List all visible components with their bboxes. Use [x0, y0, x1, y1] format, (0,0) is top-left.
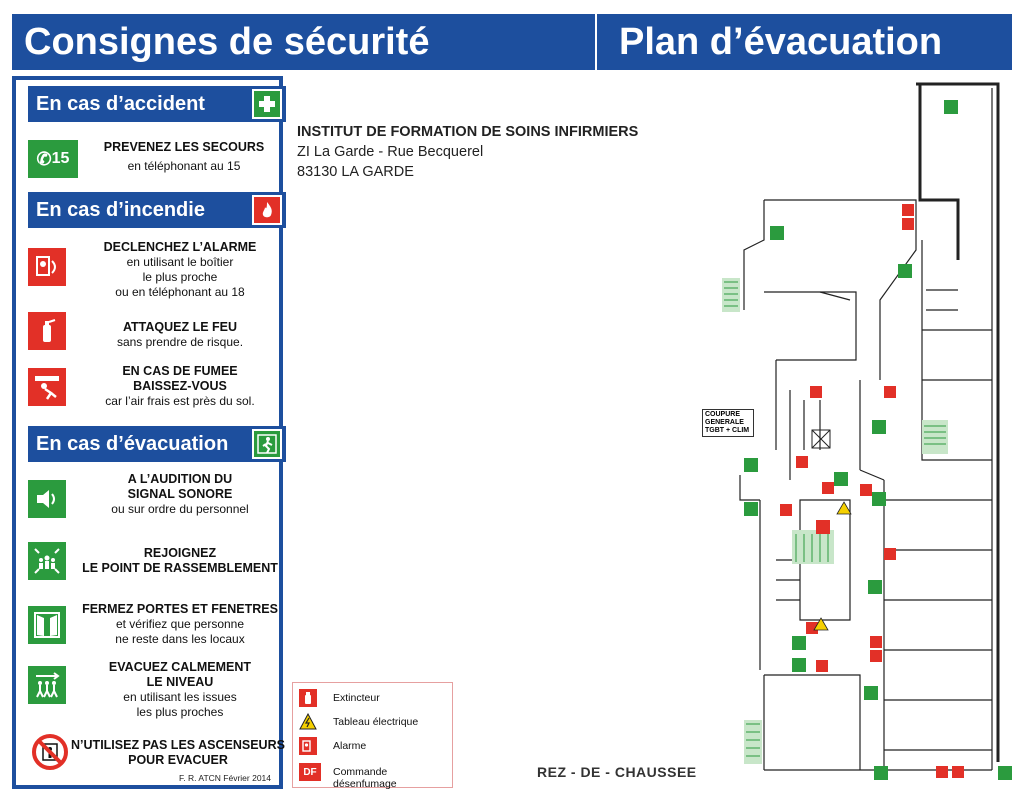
emergency-exit-icon — [252, 429, 282, 459]
coupure-line: GENERALE — [705, 419, 744, 426]
item-alarme: DECLENCHEZ L’ALARME en utilisant le boît… — [28, 238, 286, 302]
address-line: ZI La Garde - Rue Becquerel — [297, 144, 484, 160]
item-bold: ATTAQUEZ LE FEU — [122, 320, 238, 334]
item-bold: EVACUEZ CALMEMENT — [108, 660, 252, 674]
no-elevator-icon — [32, 734, 68, 770]
coupure-line: TGBT + CLIM — [705, 427, 750, 434]
item-bold: PREVENEZ LES SECOURS — [103, 140, 265, 154]
legend-label: Commande désenfumage — [333, 766, 397, 790]
speaker-icon — [28, 480, 66, 518]
item-bold: SIGNAL SONORE — [127, 487, 233, 501]
section-accident-header: En cas d’accident — [28, 86, 286, 122]
item-fermez-portes: FERMEZ PORTES ET FENETRES et vérifiez qu… — [28, 602, 286, 652]
legend: Extincteur Tableau électrique Alarme DF … — [292, 682, 453, 790]
legend-label: Extincteur — [333, 692, 380, 704]
item-bold: POUR EVACUER — [128, 753, 228, 767]
item-line: le plus proche — [142, 270, 218, 284]
item-line: les plus proches — [136, 705, 224, 719]
legend-row: Alarme — [299, 737, 449, 755]
section-evacuation-header: En cas d’évacuation — [28, 426, 286, 462]
phone-15-icon: ✆15 — [28, 140, 78, 178]
item-fumee: EN CAS DE FUMEE BAISSEZ-VOUS car l’air f… — [28, 364, 286, 412]
item-line: ou sur ordre du personnel — [111, 502, 249, 516]
alarm-box-icon — [28, 248, 66, 286]
first-aid-cross-icon — [252, 89, 282, 119]
closing-doors-icon — [28, 606, 66, 644]
item-rassemblement: REJOIGNEZ LE POINT DE RASSEMBLEMENT — [28, 542, 286, 582]
address-block: INSTITUT DE FORMATION DE SOINS INFIRMIER… — [297, 122, 638, 182]
item-bold: DECLENCHEZ L’ALARME — [103, 240, 257, 254]
legend-label: Alarme — [333, 740, 367, 752]
item-evacuez: EVACUEZ CALMEMENT LE NIVEAU en utilisant… — [28, 660, 286, 726]
item-line: car l’air frais est près du sol. — [105, 394, 255, 408]
item-ascenseurs: N’UTILISEZ PAS LES ASCENSEURS POUR EVACU… — [28, 734, 286, 774]
item-bold: REJOIGNEZ — [143, 546, 217, 560]
legend-row: Extincteur — [299, 689, 449, 707]
df-icon: DF — [299, 763, 321, 781]
item-bold: A L’AUDITION DU — [127, 472, 233, 486]
coupure-line: COUPURE — [705, 411, 741, 418]
item-attaquez-feu: ATTAQUEZ LE FEU sans prendre de risque. — [28, 312, 286, 352]
item-line: en téléphonant au 15 — [127, 159, 241, 173]
title-consignes: Consignes de sécurité — [12, 14, 595, 70]
address-line: 83130 LA GARDE — [297, 164, 414, 180]
item-line: ou en téléphonant au 18 — [115, 285, 245, 299]
address-line: INSTITUT DE FORMATION DE SOINS INFIRMIER… — [297, 124, 639, 140]
extinguisher-icon — [299, 689, 317, 707]
section-incendie-header: En cas d’incendie — [28, 192, 286, 228]
legend-row: DF Commande désenfumage — [299, 763, 449, 790]
item-line: en utilisant les issues — [123, 690, 237, 704]
item-line: ne reste dans les locaux — [115, 632, 245, 646]
item-line: sans prendre de risque. — [116, 335, 244, 349]
walking-people-icon — [28, 666, 66, 704]
legend-row: Tableau électrique — [299, 713, 449, 731]
fire-icon — [252, 195, 282, 225]
item-bold: FERMEZ PORTES ET FENETRES — [82, 602, 278, 616]
item-bold: N’UTILISEZ PAS LES ASCENSEURS — [71, 738, 285, 752]
coupure-generale-label: COUPURE GENERALE TGBT + CLIM — [702, 409, 754, 437]
level-label: REZ - DE - CHAUSSEE — [537, 764, 697, 780]
item-bold: EN CAS DE FUMEE — [122, 364, 238, 378]
floor-plan — [722, 82, 1012, 780]
item-bold: BAISSEZ-VOUS — [133, 379, 227, 393]
safety-instructions-panel: En cas d’accident ✆15 PREVENEZ LES SECOU… — [12, 76, 286, 789]
item-signal-sonore: A L’AUDITION DU SIGNAL SONORE ou sur ord… — [28, 472, 286, 524]
electric-panel-icon — [299, 713, 317, 731]
item-bold: LE NIVEAU — [146, 675, 214, 689]
section-evacuation-title: En cas d’évacuation — [36, 433, 229, 455]
crouching-person-icon — [28, 368, 66, 406]
alarm-icon — [299, 737, 317, 755]
title-plan: Plan d’évacuation — [597, 14, 1012, 70]
footer-note: F. R. ATCN Février 2014 — [179, 773, 271, 783]
extinguisher-icon — [28, 312, 66, 350]
item-line: en utilisant le boîtier — [126, 255, 234, 269]
section-accident-title: En cas d’accident — [36, 93, 205, 115]
assembly-point-icon — [28, 542, 66, 580]
item-prevenez-secours: ✆15 PREVENEZ LES SECOURS en téléphonant … — [28, 136, 286, 178]
section-incendie-title: En cas d’incendie — [36, 199, 205, 221]
item-bold: LE POINT DE RASSEMBLEMENT — [82, 561, 278, 575]
item-line: et vérifiez que personne — [115, 617, 245, 631]
legend-label: Tableau électrique — [333, 716, 419, 728]
